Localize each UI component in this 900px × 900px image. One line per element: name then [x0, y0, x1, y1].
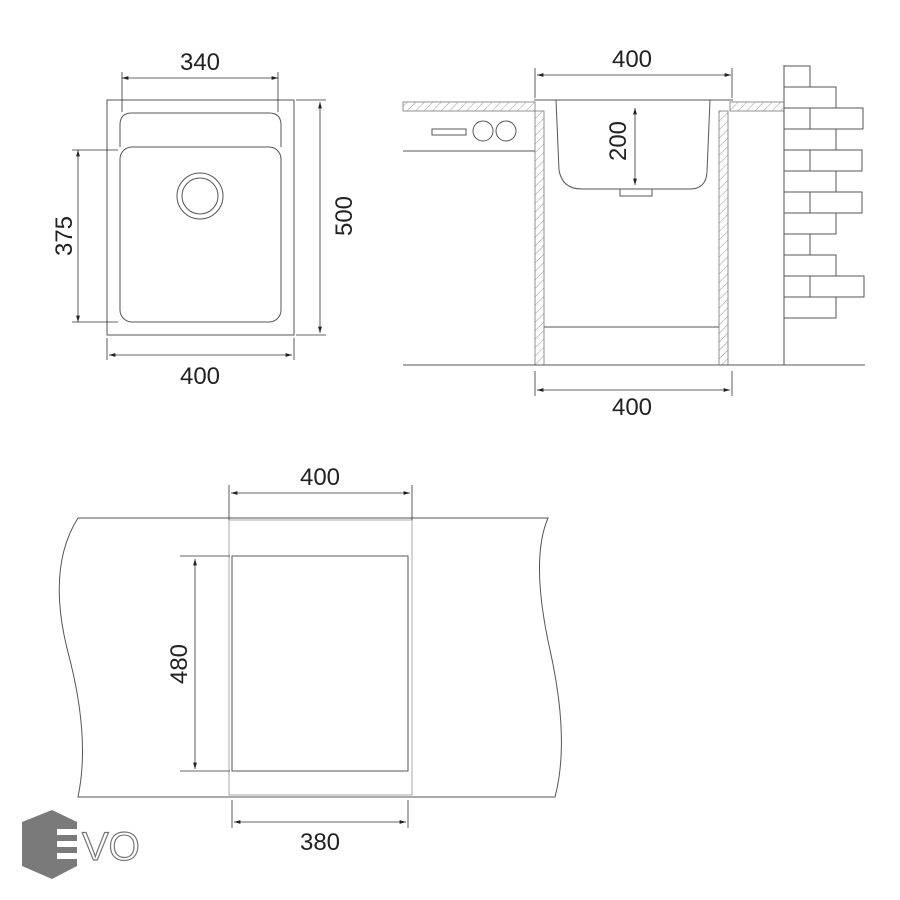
evo-logo: VO — [22, 810, 140, 879]
dim-200: 200 — [605, 121, 632, 161]
brick-wall — [783, 65, 865, 365]
cabinet-wall-left — [534, 110, 545, 366]
appliance-knob — [495, 120, 517, 142]
cutout-view: 400 480 380 — [58, 464, 562, 856]
countertop-right — [729, 101, 785, 112]
appliance-handle — [431, 128, 467, 136]
sink-bowl — [119, 146, 282, 323]
dim-380: 380 — [300, 829, 340, 856]
dim-480: 480 — [166, 644, 193, 684]
cutout-rect — [231, 555, 409, 772]
dim-400-top: 400 — [612, 46, 652, 73]
dim-400-cabinet: 400 — [612, 394, 652, 421]
dim-375: 375 — [51, 216, 78, 256]
dim-400-bottom: 400 — [180, 363, 220, 390]
dim-400-cutout: 400 — [300, 464, 340, 491]
sink-outline — [228, 519, 413, 796]
logo-hexagon — [22, 810, 77, 879]
sink-ledge — [119, 112, 282, 147]
top-view: 340 375 500 400 — [51, 49, 358, 390]
sink-bowl-profile — [555, 99, 711, 190]
cabinet-wall-right — [718, 110, 729, 366]
drain-inner — [181, 177, 219, 215]
dim-500: 500 — [331, 196, 358, 236]
logo-text: VO — [82, 825, 140, 869]
dim-340: 340 — [180, 49, 220, 76]
side-view: 400 200 400 — [402, 46, 865, 421]
sink-outer-outline — [106, 99, 295, 336]
countertop-left — [402, 101, 536, 112]
drain-fitting — [619, 188, 653, 197]
drain-outer — [176, 172, 224, 220]
appliance-knob — [472, 120, 494, 142]
countertop-outline — [58, 517, 562, 798]
